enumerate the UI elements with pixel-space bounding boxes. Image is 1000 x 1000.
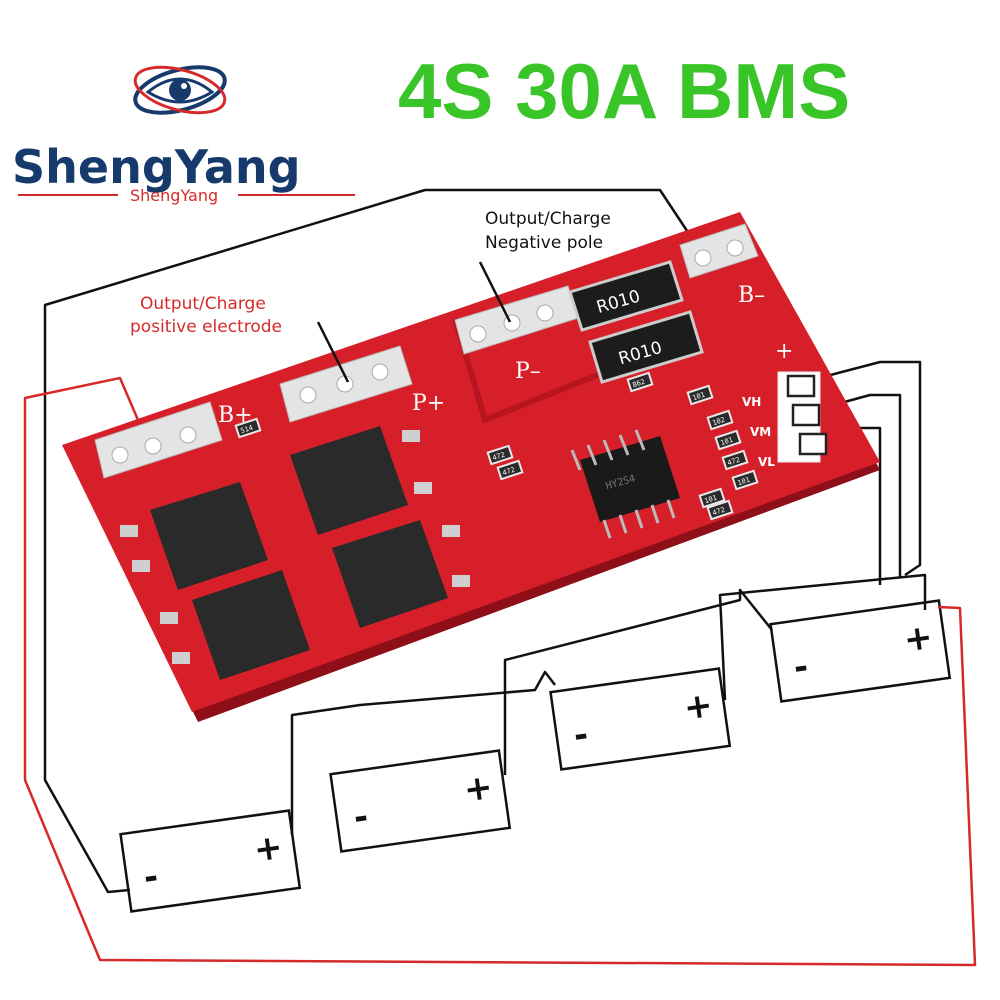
- battery-cell-1: - +: [119, 809, 302, 913]
- annotation-positive-line-2: positive electrode: [130, 317, 282, 337]
- wiring: [23, 188, 977, 967]
- cell-1-negative: -: [141, 857, 161, 899]
- annotation-negative: Output/Charge Negative pole: [478, 209, 611, 323]
- cell-1-positive: +: [251, 827, 285, 871]
- smd-resistor: 101: [686, 384, 714, 406]
- sense-pad-vm: [791, 403, 821, 427]
- pad-b-minus: [679, 223, 759, 279]
- cell-3-negative: -: [571, 715, 591, 757]
- battery-pack: - + - + - + - +: [119, 599, 952, 913]
- wire-link-3-4: [718, 573, 927, 701]
- smd-code: 472: [491, 451, 506, 463]
- sense-pad-vl: [798, 432, 828, 456]
- brand-logo: ShengYang ShengYang: [12, 65, 355, 205]
- label-p-minus: P–: [515, 359, 541, 384]
- smd-resistor: 472: [706, 499, 734, 521]
- annotation-positive-line-1: Output/Charge: [140, 294, 266, 314]
- brand-subtitle: ShengYang: [130, 186, 218, 205]
- cell-4-negative: -: [791, 647, 811, 689]
- wire-b-minus: [43, 188, 705, 894]
- smd-resistor: 862: [626, 371, 654, 393]
- sense-label-vm: VM: [750, 425, 771, 439]
- wire-sense-vh: [799, 360, 922, 577]
- smd-resistor: 101: [731, 469, 759, 491]
- sense-pad-vh: [786, 374, 816, 398]
- annotation-negative-line-1: Output/Charge: [485, 209, 611, 229]
- label-b-minus: B–: [738, 283, 765, 308]
- smd-resistor: 514: [234, 417, 262, 439]
- annotation-positive-pointer: [316, 321, 350, 383]
- smd-code: 472: [501, 466, 516, 478]
- annotation-positive: Output/Charge positive electrode: [130, 294, 350, 383]
- smd-resistor: 472: [721, 449, 749, 471]
- smd-code: 862: [631, 378, 646, 390]
- pad-b-plus: [94, 401, 223, 479]
- cell-2-positive: +: [461, 767, 495, 811]
- mosfet-4: [332, 520, 470, 628]
- smd-code: 102: [711, 416, 726, 428]
- annotation-negative-line-2: Negative pole: [485, 233, 603, 253]
- smd-code: 101: [691, 391, 706, 403]
- smd-code: 472: [711, 506, 726, 518]
- annotation-negative-pointer: [478, 261, 512, 323]
- battery-cell-3: - +: [549, 667, 732, 771]
- pad-p-minus: [454, 285, 579, 355]
- protection-ic: HY2S4: [570, 429, 680, 539]
- smd-code: 514: [239, 424, 254, 436]
- battery-cell-4: - +: [769, 599, 952, 703]
- pad-p-plus: [279, 345, 413, 423]
- shunt-resistor-2: R010: [588, 310, 704, 384]
- wire-link-1-2: [290, 670, 556, 835]
- sense-label-vl: VL: [758, 455, 775, 469]
- smd-resistor: 101: [714, 429, 742, 451]
- label-p-plus: P+: [412, 391, 445, 416]
- smd-resistor: 472: [486, 444, 514, 466]
- mosfet-2: [290, 426, 432, 535]
- smd-code: 101: [736, 476, 751, 488]
- label-plus: +: [775, 339, 793, 364]
- pcb-board: B+ P+ P– B– + R010 R010: [62, 212, 880, 722]
- sense-label-vh: VH: [742, 395, 761, 409]
- cell-2-negative: -: [351, 797, 371, 839]
- smd-code: 101: [703, 494, 718, 506]
- sense-connector: [777, 371, 828, 463]
- wire-b-plus: [23, 376, 977, 967]
- eye-icon: [133, 65, 227, 115]
- mosfet-1: [120, 482, 268, 590]
- smd-resistor: 101: [698, 487, 726, 509]
- mosfet-3: [160, 570, 310, 680]
- cell-3-positive: +: [681, 685, 715, 729]
- smd-resistor: 102: [706, 409, 734, 431]
- smd-code: 101: [719, 436, 734, 448]
- smd-code: 472: [726, 456, 741, 468]
- product-title: 4S 30A BMS: [398, 47, 850, 135]
- brand-name: ShengYang: [12, 140, 301, 194]
- wire-link-2-3: [503, 588, 773, 775]
- cell-4-positive: +: [901, 617, 935, 661]
- shunt-resistor-1: R010: [568, 260, 684, 332]
- battery-cell-2: - +: [329, 749, 512, 853]
- smd-resistor: 472: [496, 459, 524, 481]
